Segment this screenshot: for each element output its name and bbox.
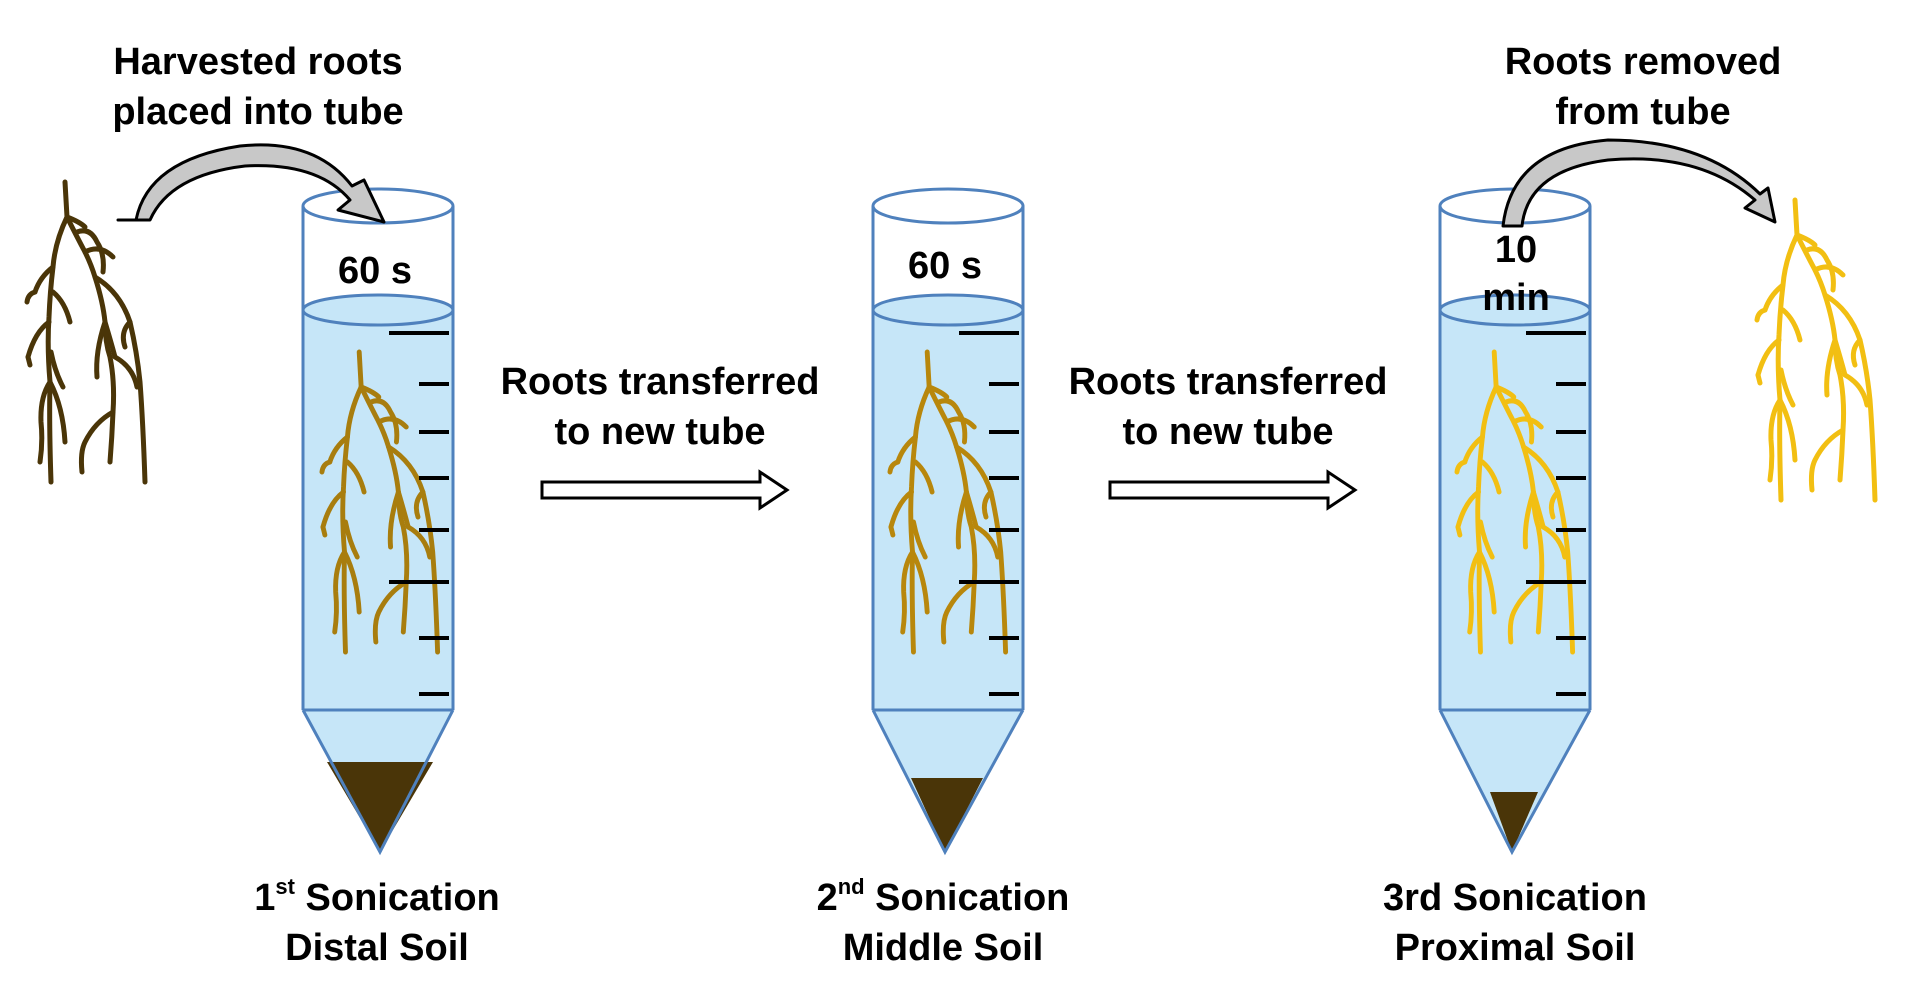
sonication-title: 2nd Sonication: [817, 874, 1070, 919]
transfer-label-line1: Roots transferred: [1069, 361, 1388, 403]
soil-fraction-label: Distal Soil: [285, 927, 469, 969]
harvested-label-line2: placed into tube: [112, 91, 403, 133]
tube-2: 60 s: [871, 187, 1025, 856]
sonication-title: 3rd Sonication: [1383, 877, 1647, 919]
root-icon: [27, 182, 145, 482]
tube-cone-liquid: [1440, 710, 1590, 852]
block-arrow-icon: [540, 469, 790, 511]
root-icon: [1757, 200, 1875, 500]
transfer-label-line1: Roots transferred: [501, 361, 820, 403]
harvested-label: Harvested roots placed into tube: [112, 41, 403, 133]
soil-fraction-label: Proximal Soil: [1395, 927, 1636, 969]
removed-label-line2: from tube: [1555, 91, 1730, 133]
tube-1-caption: 1st Sonication Distal Soil: [254, 874, 500, 969]
tube-1: 60 s: [301, 187, 455, 856]
sonication-title: 1st Sonication: [254, 874, 500, 919]
curved-arrow-icon: [1501, 138, 1777, 228]
tube-time-label: 60 s: [908, 245, 982, 287]
tube-2-caption: 2nd Sonication Middle Soil: [817, 874, 1070, 969]
transfer-step-1: Roots transferred to new tube: [501, 361, 820, 511]
tube-3: 10 min: [1438, 187, 1592, 856]
graduation-marks: [389, 331, 449, 696]
removed-label: Roots removed from tube: [1505, 41, 1782, 133]
block-arrow-icon: [1108, 469, 1358, 511]
graduation-marks: [959, 331, 1019, 696]
transfer-label-line2: to new tube: [1122, 411, 1333, 453]
tube-time-label-line2: min: [1482, 277, 1550, 319]
curved-arrow-icon: [116, 143, 386, 224]
transfer-step-2: Roots transferred to new tube: [1069, 361, 1388, 511]
harvested-label-line1: Harvested roots: [113, 41, 402, 83]
soil-fraction-label: Middle Soil: [843, 927, 1044, 969]
tube-time-label: 60 s: [338, 250, 412, 292]
soil-pellet: [1490, 792, 1538, 852]
tube-liquid: [303, 310, 453, 710]
transfer-label-line2: to new tube: [554, 411, 765, 453]
removed-label-line1: Roots removed: [1505, 41, 1782, 83]
soil-pellet: [911, 778, 983, 852]
soil-pellet: [327, 762, 433, 852]
tube-3-caption: 3rd Sonication Proximal Soil: [1383, 877, 1647, 969]
tube-time-label-line1: 10: [1495, 229, 1537, 271]
graduation-marks: [1526, 331, 1586, 696]
